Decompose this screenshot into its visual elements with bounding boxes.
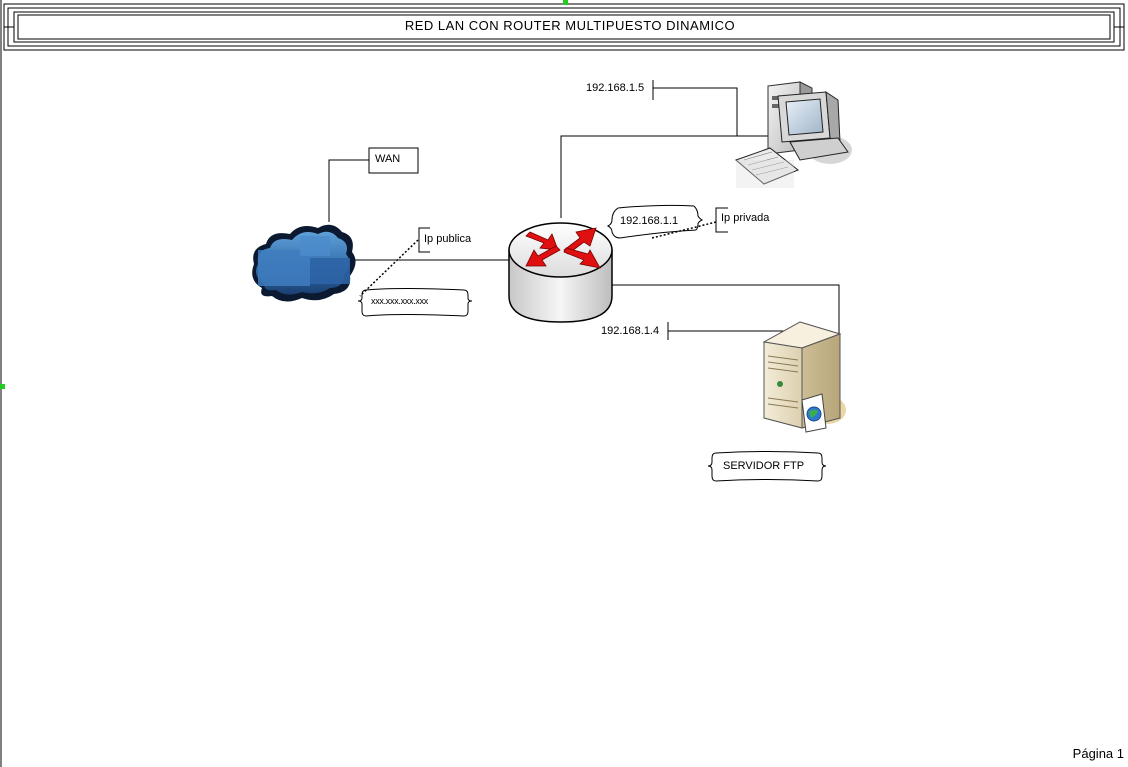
page-number: Página 1 <box>1072 746 1124 761</box>
server-icon <box>762 321 846 433</box>
ftp-server-label: SERVIDOR FTP <box>723 460 805 472</box>
wan-callout-box <box>368 147 419 174</box>
diagram-title: RED LAN CON ROUTER MULTIPUESTO DINAMICO <box>404 18 736 33</box>
link-router-pc <box>560 135 768 218</box>
wan-callout-leader <box>328 159 369 222</box>
cloud-icon <box>252 224 356 302</box>
selection-handle-left[interactable] <box>0 384 5 389</box>
ip-privada-label: Ip privada <box>721 212 770 224</box>
desktop-computer-icon <box>735 81 852 188</box>
pc-ip-label: 192.168.1.5 <box>586 82 645 94</box>
network-links <box>328 80 840 340</box>
selection-handle-top[interactable] <box>563 0 568 5</box>
router-ip-brace <box>606 204 703 239</box>
ftp-label-brace <box>707 451 827 482</box>
dotted-leaders <box>359 221 717 297</box>
public-ip-brace <box>357 288 473 317</box>
server-ip-label: 192.168.1.4 <box>601 325 660 337</box>
wan-label: WAN <box>375 153 401 165</box>
pc-ip-leader <box>653 87 738 136</box>
router-icon <box>508 222 613 323</box>
ip-publica-label: Ip publica <box>424 233 472 245</box>
link-router-server <box>612 284 840 338</box>
public-ip-placeholder: xxx.xxx.xxx.xxx <box>371 296 429 306</box>
router-ip-label: 192.168.1.1 <box>620 215 679 227</box>
